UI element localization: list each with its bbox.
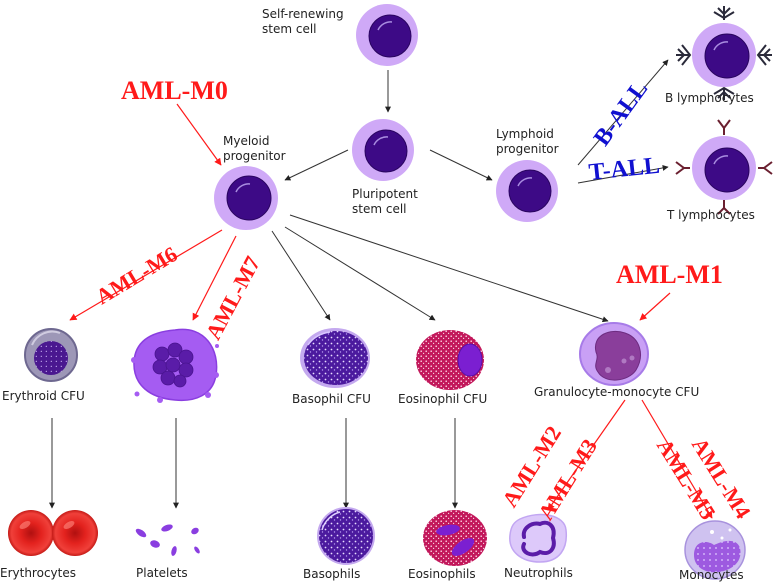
- megakaryocyte-cell: [131, 328, 219, 403]
- arrow-myeloid-to-eosinophil-cfu: [284, 226, 436, 321]
- monocytes-cells: [684, 520, 746, 580]
- self-renewing-label: Self-renewing stem cell: [262, 7, 344, 37]
- arrow-myeloid-to-gm-cfu: [289, 214, 609, 323]
- aml-arrows: [69, 103, 713, 519]
- b-lymphocytes-label: B lymphocytes: [665, 91, 754, 105]
- arrow-pluripotent-to-myeloid: [284, 149, 349, 181]
- pluripotent-stem-cell: [352, 119, 414, 181]
- basophil-cfu-cell: [300, 328, 370, 388]
- erythrocytes-cells: [8, 510, 98, 556]
- aml-m0-arrow: [176, 103, 222, 166]
- self-renewing-label-line2: stem cell: [262, 22, 317, 36]
- erythrocytes-label: Erythrocytes: [0, 566, 76, 580]
- myeloid-progenitor-cell: [214, 166, 278, 230]
- gm-cfu-label: Granulocyte-monocyte CFU: [534, 385, 700, 399]
- self-renewing-label-line1: Self-renewing: [262, 7, 344, 21]
- gm-cfu-cell: [579, 322, 649, 386]
- aml-m1-arrow: [639, 292, 671, 321]
- erythroid-cfu-cell: [24, 328, 78, 382]
- lymphoid-progenitor-label: Lymphoid progenitor: [496, 127, 559, 157]
- t-lymphocytes-label: T lymphocytes: [667, 208, 755, 222]
- neutrophils-cells: [509, 513, 568, 563]
- aml-m0-label: AML-M0: [121, 76, 228, 105]
- aml-m7-arrow: [192, 235, 237, 321]
- basophils-cells: [317, 507, 375, 565]
- normal-arrows: [49, 59, 669, 509]
- myeloid-label-line1: Myeloid: [223, 134, 270, 148]
- platelets-cells: [135, 524, 200, 556]
- arrow-lymphoid-to-b: [577, 59, 669, 166]
- aml-m1-label: AML-M1: [616, 260, 723, 289]
- platelets-label: Platelets: [136, 566, 188, 580]
- neutrophils-label: Neutrophils: [504, 566, 573, 580]
- basophil-cfu-label: Basophil CFU: [292, 392, 371, 406]
- myeloid-progenitor-label: Myeloid progenitor: [223, 134, 286, 164]
- erythroid-cfu-label: Erythroid CFU: [2, 389, 85, 403]
- arrow-pluripotent-to-lymphoid: [429, 149, 493, 181]
- pluripotent-label-line1: Pluripotent: [352, 187, 418, 201]
- eosinophil-cfu-cell: [416, 330, 484, 390]
- arrow-myeloid-to-basophil-cfu: [271, 230, 331, 321]
- lymphoid-label-line2: progenitor: [496, 142, 559, 156]
- lymphoid-progenitor-cell: [496, 160, 558, 222]
- pluripotent-label-line2: stem cell: [352, 202, 407, 216]
- monocytes-label: Monocytes: [679, 568, 744, 582]
- t-lymphocyte-cell: [675, 119, 773, 215]
- aml-m6-arrow: [69, 229, 223, 321]
- aml-m2-m3-arrow: [547, 399, 626, 511]
- pluripotent-label: Pluripotent stem cell: [352, 187, 418, 217]
- eosinophils-label: Eosinophils: [408, 567, 476, 581]
- myeloid-label-line2: progenitor: [223, 149, 286, 163]
- self-renewing-stem-cell: [356, 4, 418, 66]
- basophils-label: Basophils: [303, 567, 361, 581]
- arrow-lymphoid-to-t: [577, 164, 669, 184]
- lymphoid-label-line1: Lymphoid: [496, 127, 554, 141]
- b-lymphocyte-cell: [676, 6, 772, 100]
- eosinophils-cells: [423, 510, 487, 566]
- eosinophil-cfu-label: Eosinophil CFU: [398, 392, 488, 406]
- aml-m4-m5-arrow: [641, 399, 713, 519]
